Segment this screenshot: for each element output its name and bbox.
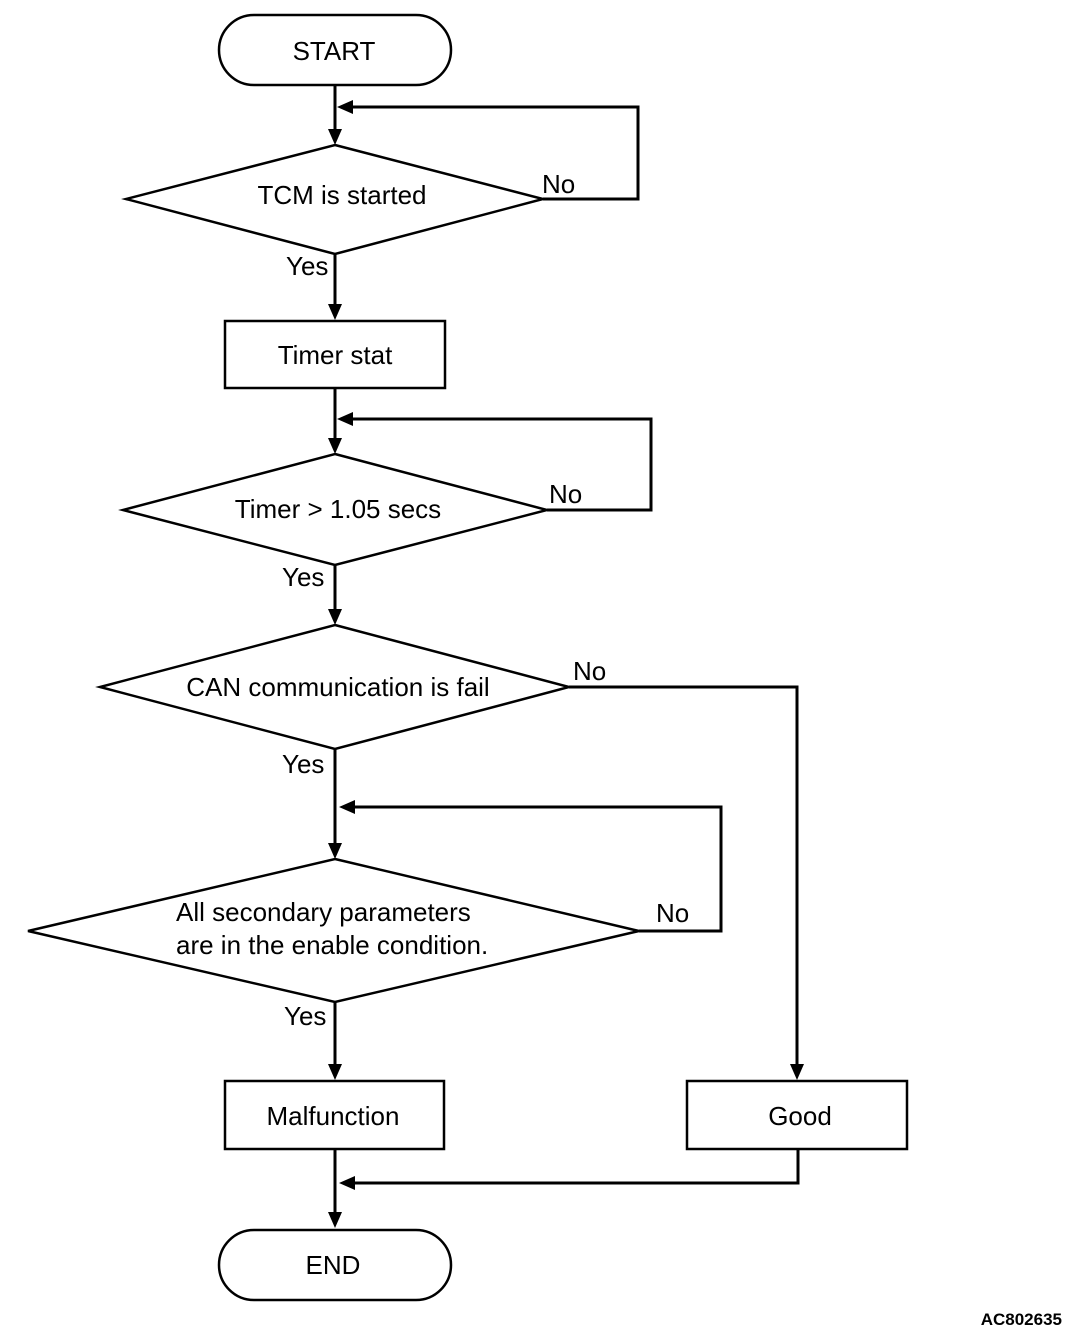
arrowhead-into-decision3	[328, 609, 342, 625]
loop-no-tcm-started	[352, 105, 640, 201]
arrowhead-into-decision4	[328, 843, 342, 859]
process-good: Good	[685, 1079, 909, 1151]
loop-no-timer	[352, 417, 653, 512]
arrowhead-into-decision2	[328, 438, 342, 454]
process-malfunction: Malfunction	[223, 1079, 446, 1151]
arrowhead-into-good	[790, 1064, 804, 1080]
process-malfunction-label: Malfunction	[267, 1101, 400, 1131]
decision-tcm-started: TCM is started	[121, 143, 548, 256]
decision-tcm-started-label: TCM is started	[257, 180, 426, 210]
decision-secondary-parameters-line1: All secondary parameters	[176, 897, 471, 927]
process-timer-start: Timer stat	[223, 319, 447, 390]
yes-label-decision3: Yes	[282, 749, 324, 779]
yes-label-decision1: Yes	[286, 251, 328, 281]
start-label: START	[293, 36, 376, 66]
arrowhead-loop-decision4	[339, 800, 355, 814]
no-label-decision2: No	[549, 479, 582, 509]
branch-no-can-to-good	[569, 685, 799, 1066]
figure-code: AC802635	[981, 1310, 1062, 1329]
yes-label-decision2: Yes	[282, 562, 324, 592]
loop-no-secondary-parameters	[354, 805, 723, 933]
yes-label-decision4: Yes	[284, 1001, 326, 1031]
arrowhead-into-malfunction	[328, 1064, 342, 1080]
process-good-label: Good	[768, 1101, 832, 1131]
arrowhead-into-decision1	[328, 129, 342, 145]
decision-secondary-parameters-line2: are in the enable condition.	[176, 930, 488, 960]
arrowhead-merge-good	[339, 1176, 355, 1190]
arrowhead-loop-decision1	[337, 100, 353, 114]
arrowhead-loop-decision2	[337, 412, 353, 426]
no-label-decision4: No	[656, 898, 689, 928]
decision-timer-threshold: Timer > 1.05 secs	[118, 452, 552, 567]
decision-timer-threshold-label: Timer > 1.05 secs	[235, 494, 441, 524]
arrowhead-into-end	[328, 1212, 342, 1228]
start-terminal: START	[217, 13, 453, 87]
connector-good-to-end	[354, 1149, 800, 1185]
decision-can-communication: CAN communication is fail	[95, 623, 574, 751]
no-label-decision3: No	[573, 656, 606, 686]
end-label: END	[306, 1250, 361, 1280]
decision-secondary-parameters: All secondary parameters are in the enab…	[27, 857, 640, 1004]
decision-can-communication-label: CAN communication is fail	[186, 672, 489, 702]
end-terminal: END	[217, 1228, 453, 1302]
no-label-decision1: No	[542, 169, 575, 199]
process-timer-start-label: Timer stat	[278, 340, 393, 370]
arrowhead-into-timer	[328, 304, 342, 320]
